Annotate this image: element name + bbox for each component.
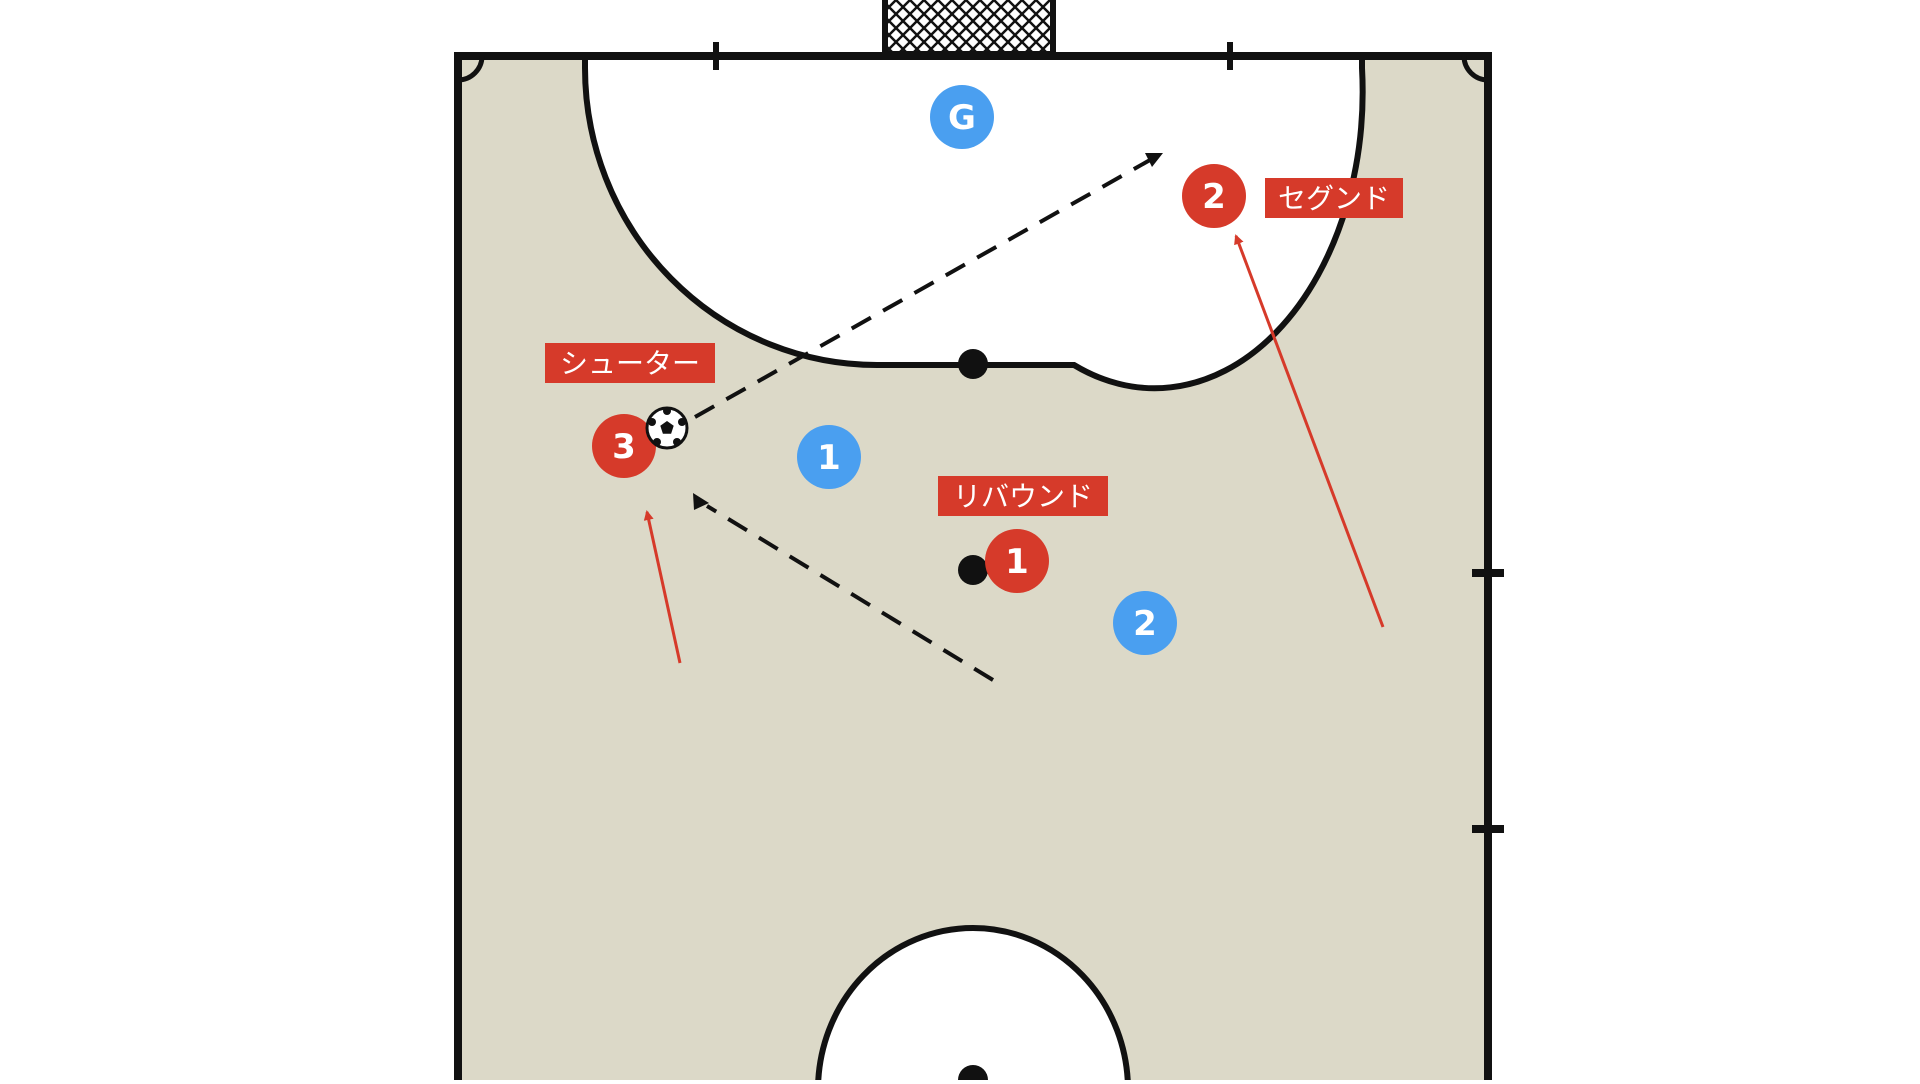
player-number: G [948, 98, 976, 138]
run-arrow-shooter [643, 510, 682, 664]
pass-arrowhead [693, 493, 709, 510]
player-red-2[interactable]: 2 [1182, 164, 1246, 228]
player-blue-2[interactable]: 2 [1113, 591, 1177, 655]
player-number: 2 [1133, 604, 1157, 644]
player-goalkeeper[interactable]: G [930, 85, 994, 149]
pass-line-to-shooter [705, 504, 995, 682]
player-red-1[interactable]: 1 [985, 529, 1049, 593]
label-text: リバウンド [953, 480, 1093, 513]
player-number: 3 [612, 427, 636, 467]
center-circle [815, 925, 1131, 1084]
corner-arc-left [457, 55, 485, 83]
player-number: 1 [817, 438, 841, 478]
penalty-spot [958, 349, 988, 379]
player-number: 1 [1005, 542, 1029, 582]
penalty-area [582, 53, 1366, 392]
run-arrow-second [1234, 234, 1385, 628]
label-second: セグンド [1265, 178, 1403, 218]
player-red-3[interactable]: 3 [592, 414, 656, 478]
label-text: シューター [560, 347, 700, 380]
pass-arrowhead [1145, 153, 1163, 167]
second-penalty-spot [958, 555, 988, 585]
label-rebound: リバウンド [938, 476, 1108, 516]
player-number: 2 [1202, 177, 1226, 217]
label-shooter: シューター [545, 343, 715, 383]
player-blue-1[interactable]: 1 [797, 425, 861, 489]
soccer-ball-icon[interactable] [645, 406, 689, 450]
goal-net-icon [882, 0, 1056, 57]
pass-line-to-second [694, 158, 1151, 419]
corner-arc-right [1461, 55, 1489, 83]
label-text: セグンド [1278, 182, 1390, 215]
center-spot [958, 1065, 988, 1084]
